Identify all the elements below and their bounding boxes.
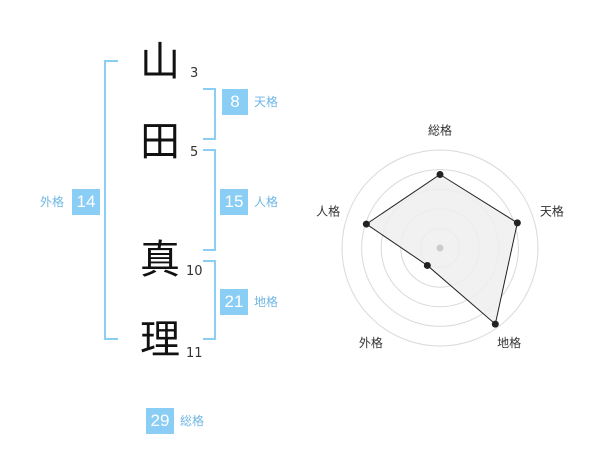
soukaku-badge: 29	[146, 408, 174, 434]
radar-point-3	[491, 320, 499, 328]
radar-axis-label-5: 人格	[316, 204, 340, 219]
tenkaku-badge: 8	[222, 89, 248, 115]
radar-point-1	[436, 171, 444, 178]
gaikaku-badge: 14	[72, 189, 100, 215]
jinkaku-label: 人格	[254, 195, 279, 209]
radar-point-2	[513, 219, 521, 227]
tenkaku-label: 天格	[254, 95, 279, 109]
radar-ring-4	[361, 169, 519, 327]
chikaku-bracket	[203, 260, 216, 340]
radar-axis-label-4: 外格	[359, 335, 383, 350]
stroke-count-4: 11	[186, 346, 203, 361]
stroke-count-1: 3	[190, 66, 199, 81]
soukaku-label: 総格	[180, 414, 205, 428]
gaikaku-bracket	[104, 60, 118, 340]
radar-ring-5	[341, 149, 539, 347]
stroke-count-2: 5	[190, 145, 199, 160]
radar-axis-label-1: 総格	[428, 122, 452, 137]
name-char-2: 田	[140, 119, 180, 165]
chikaku-badge: 21	[220, 289, 248, 315]
jinkaku-badge: 15	[220, 189, 248, 215]
radar-center-dot	[436, 244, 444, 252]
name-char-3: 真	[140, 237, 180, 283]
name-char-1: 山	[140, 39, 180, 85]
chikaku-label: 地格	[254, 295, 279, 309]
jinkaku-bracket	[203, 149, 216, 251]
tenkaku-bracket	[203, 88, 216, 140]
radar-axis-label-2: 天格	[540, 204, 564, 219]
stroke-count-3: 10	[186, 264, 203, 279]
radar-axis-label-3: 地格	[497, 335, 521, 350]
radar-point-4	[423, 261, 431, 269]
name-char-4: 理	[140, 317, 180, 363]
radar-point-5	[362, 220, 370, 228]
gaikaku-label: 外格	[40, 195, 65, 209]
